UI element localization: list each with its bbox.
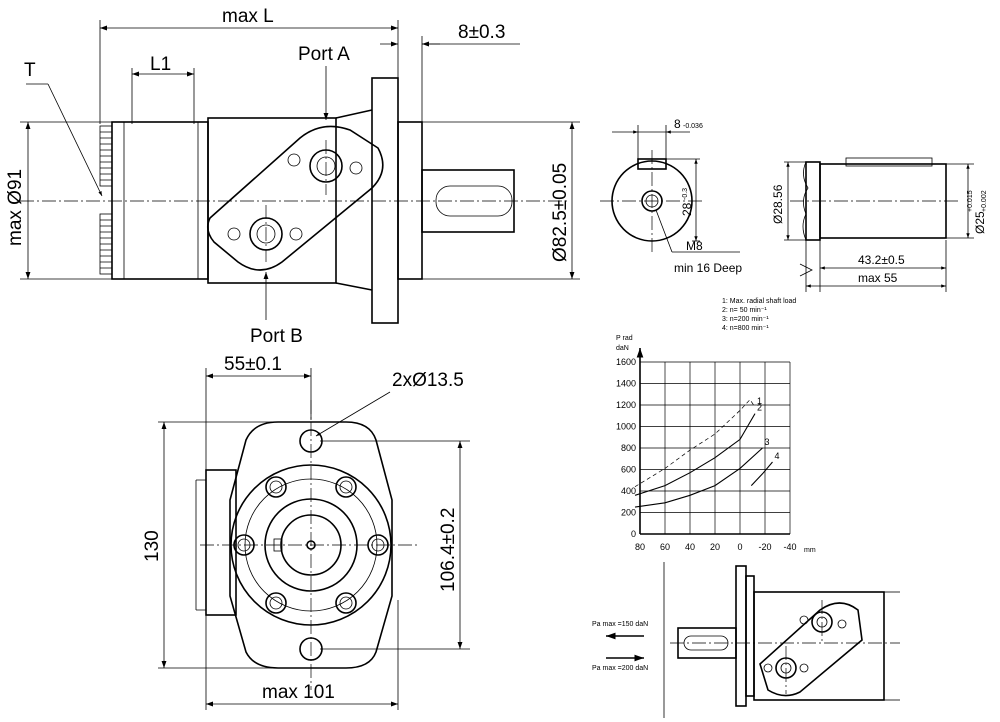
legend-1: 1: Max. radial shaft load (722, 298, 796, 305)
x-tick-label: 0 (737, 542, 742, 552)
y-tick-label: 1600 (616, 357, 636, 367)
dim-max-l: max L (222, 6, 274, 27)
label-m8: M8 (686, 239, 703, 253)
dim-max-d91: max Ø91 (5, 169, 26, 246)
side-box (205, 469, 237, 616)
front-view: 55±0.1 2xØ13.5 130 106.4±0.2 max 101 (142, 354, 470, 710)
y-tick-label: 200 (621, 508, 636, 518)
front-flange (229, 421, 393, 669)
series-line-3 (634, 447, 763, 508)
label-port-b: Port B (250, 326, 303, 347)
housing (207, 117, 337, 284)
dim-d25: Ø25 (973, 211, 987, 234)
side-view: max L 8±0.3 L1 T Port A Port B max Ø91 Ø… (5, 6, 580, 347)
y-tick-label: 1000 (616, 422, 636, 432)
chart-y-ticks: 1600 1400 1200 1000 800 600 400 200 0 (616, 357, 636, 539)
valve-teeth (99, 125, 113, 275)
series-line-2 (634, 413, 756, 496)
dim-d25-tol-dn: +0.002 (981, 190, 988, 212)
legend-2: 2: n= 50 min⁻¹ (722, 307, 767, 314)
x-tick-label: 80 (635, 542, 645, 552)
dim-8: 8±0.3 (458, 22, 505, 43)
pilot (397, 121, 423, 280)
series-label-3: 3 (765, 437, 770, 447)
series-label-2: 2 (757, 403, 762, 413)
radial-load-chart: 1: Max. radial shaft load 2: n= 50 min⁻¹… (616, 298, 816, 554)
chart-x-ticks: 80 60 40 20 0 -20 -40 (635, 542, 797, 552)
legend-3: 3: n=200 min⁻¹ (722, 316, 769, 323)
dim-106: 106.4±0.2 (438, 508, 459, 592)
load-mini-view: Pa max =150 daN Pa max =200 daN (592, 562, 900, 718)
y-tick-label: 600 (621, 465, 636, 475)
chart-ylabel: P rad (616, 335, 633, 342)
pa-200: Pa max =200 daN (592, 665, 648, 672)
dim-d82: Ø82.5±0.05 (550, 163, 571, 262)
dim-max55: max 55 (858, 271, 898, 285)
label-t: T (24, 60, 36, 81)
mounting-flange (371, 77, 399, 324)
x-tick-label: 60 (660, 542, 670, 552)
reference-triangle (799, 263, 813, 277)
pa-150: Pa max =150 daN (592, 621, 648, 628)
x-tick-label: 40 (685, 542, 695, 552)
dim-130: 130 (142, 530, 163, 562)
rear-housing (111, 121, 209, 280)
chart-xlabel: mm (804, 547, 816, 554)
x-tick-label: 20 (710, 542, 720, 552)
y-tick-label: 400 (621, 486, 636, 496)
dim-55: 55±0.1 (224, 354, 282, 375)
chart-yunit: daN (616, 345, 629, 352)
dim-key-8: 8 (674, 117, 681, 131)
chart-grid (636, 348, 791, 535)
y-tick-label: 1400 (616, 379, 636, 389)
dim-holes: 2xØ13.5 (392, 370, 464, 391)
dim-28-tol: -0.3 (682, 188, 689, 200)
dim-28: 28 (680, 202, 694, 216)
dim-max-101: max 101 (262, 682, 335, 703)
dim-d2856: Ø28.56 (771, 184, 785, 224)
series-label-4: 4 (775, 451, 780, 461)
dim-key-8-tol: -0.036 (683, 123, 703, 130)
label-m8-deep: min 16 Deep (674, 261, 742, 275)
y-tick-label: 1200 (616, 400, 636, 410)
x-tick-label: -40 (783, 542, 796, 552)
shaft-end-view: 8 -0.036 28 -0.3 M8 min 16 Deep (600, 117, 742, 275)
port-plate (206, 125, 384, 271)
x-tick-label: -20 (758, 542, 771, 552)
chart-series: 12 34 (634, 396, 780, 508)
series-label-1: 1 (757, 396, 762, 406)
dim-d25-tol-up: +0.015 (967, 190, 974, 212)
legend-4: 4: n=800 min⁻¹ (722, 325, 769, 332)
dim-432: 43.2±0.5 (858, 253, 905, 267)
series-line-1 (634, 399, 756, 487)
dim-l1: L1 (150, 54, 171, 75)
y-tick-label: 800 (621, 443, 636, 453)
series-line-4 (750, 461, 773, 486)
label-port-a: Port A (298, 44, 350, 65)
y-tick-label: 0 (631, 529, 636, 539)
shaft-side-view: Ø28.56 Ø25 +0.015 +0.002 43.2±0.5 max 55 (771, 157, 988, 292)
